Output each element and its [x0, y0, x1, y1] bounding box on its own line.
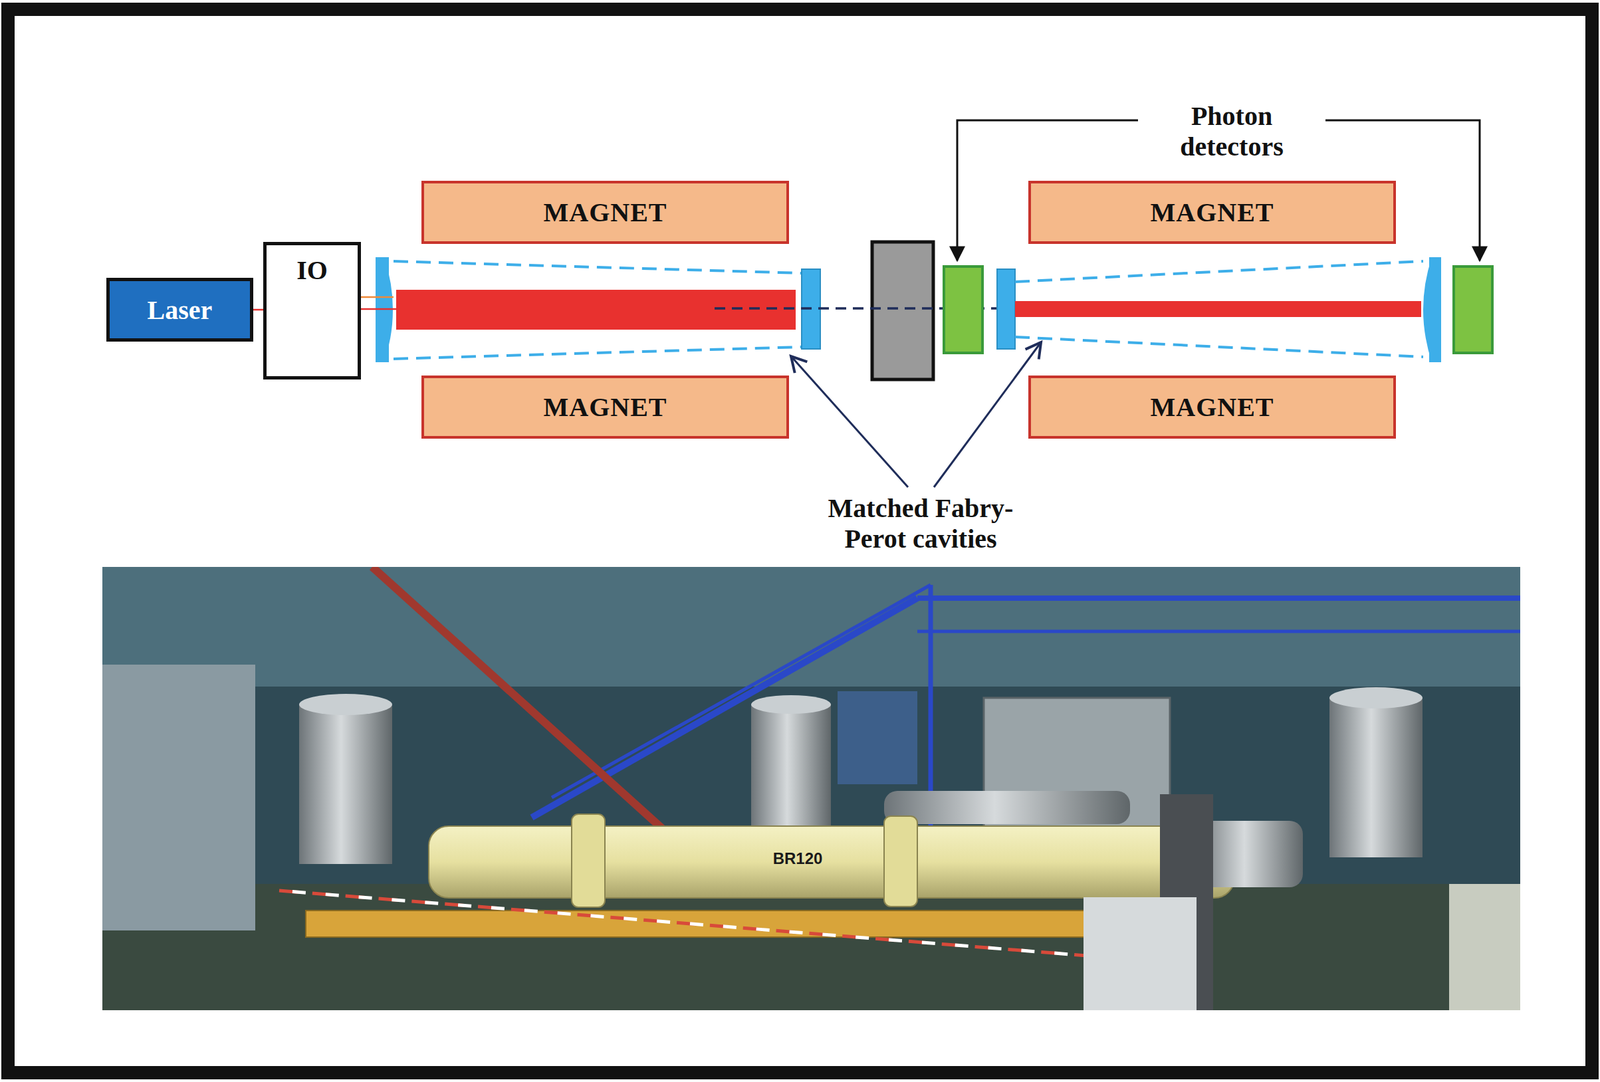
floor	[102, 884, 1521, 1011]
panel	[837, 691, 918, 785]
cavity-mode	[1015, 261, 1424, 282]
beam-connector	[253, 309, 264, 312]
cavity-mode	[393, 346, 801, 359]
cryostat	[751, 704, 831, 838]
node-text: IO	[296, 254, 328, 286]
curved-mirror	[1423, 257, 1441, 363]
magnet-box: MAGNET	[421, 180, 790, 244]
detector-label: Photon detectors	[1145, 101, 1319, 163]
support-rail	[305, 910, 1104, 938]
curved-mirror	[1429, 257, 1442, 363]
gantry	[917, 630, 1521, 634]
equipment-box	[1083, 897, 1197, 1011]
node-text: MAGNET	[543, 196, 668, 229]
back-wall	[102, 567, 1521, 687]
regenerated-beam	[1015, 301, 1422, 318]
magnet-box: MAGNET	[1028, 375, 1396, 439]
photo-label: BR120	[757, 849, 838, 869]
lab-photo	[102, 567, 1521, 1011]
io-box: IO	[263, 241, 361, 380]
flat-mirror	[997, 269, 1016, 349]
photon-detector	[1453, 266, 1493, 353]
laser-box: Laser	[106, 277, 254, 342]
photo-background	[102, 567, 1521, 1011]
laser-beam	[396, 289, 796, 330]
equipment-box	[1449, 884, 1521, 1011]
magnet-cryostat	[428, 826, 1235, 899]
node-text: MAGNET	[1150, 196, 1275, 229]
leader-arrow	[933, 342, 1041, 488]
wall	[872, 241, 934, 380]
node-text: MAGNET	[543, 391, 668, 423]
flange	[884, 816, 918, 907]
photon-detector	[943, 266, 983, 353]
staircase	[531, 598, 918, 818]
flange	[571, 814, 605, 908]
crane-beam	[372, 567, 665, 831]
cryostat	[1329, 697, 1423, 858]
cavity-mode	[1015, 337, 1424, 357]
magnet-box: MAGNET	[421, 375, 790, 439]
cryostat	[1329, 687, 1423, 709]
cabinet	[102, 664, 256, 931]
cryostat	[299, 693, 393, 716]
leader-arrow	[791, 356, 909, 488]
node-text: Laser	[147, 294, 213, 326]
barrier-tape	[279, 890, 1104, 958]
cavity-label: Matched Fabry- Perot cavities	[797, 493, 1044, 555]
node-text: MAGNET	[1150, 391, 1275, 423]
barrier-tape	[279, 890, 1104, 958]
cavity-mode	[393, 261, 801, 274]
gantry	[917, 595, 1521, 601]
pipe	[884, 791, 1131, 825]
frame	[7, 9, 1593, 1073]
cryostat	[299, 704, 393, 865]
staircase	[551, 584, 931, 798]
cryostat	[751, 695, 831, 714]
magnet-box: MAGNET	[1028, 180, 1396, 244]
